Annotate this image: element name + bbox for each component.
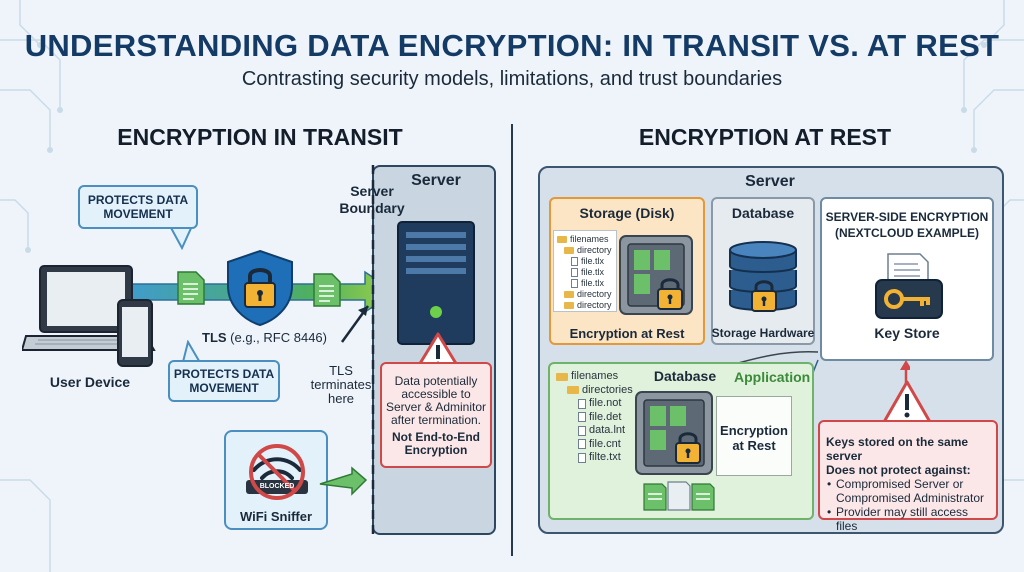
file-icon (571, 268, 578, 277)
transit-server-title: Server (411, 172, 461, 189)
tree-folder: directory (557, 245, 616, 256)
database-caption: Storage Hardware (711, 326, 815, 340)
tree-file: file.cnt (556, 438, 633, 452)
tree-folder: filenames (557, 234, 616, 245)
laptop-icon (22, 265, 156, 367)
tree-label: directory (577, 300, 612, 310)
wifi-sniffer-label: WiFi Sniffer (239, 509, 313, 524)
tree-label: filenames (571, 370, 619, 382)
keys-warning-item: Compromised Server or Compromised Admini… (826, 477, 991, 505)
not-e2e-label: Not End-to-End Encryption (392, 430, 480, 457)
rest-server-title: Server (745, 173, 795, 190)
tree-label: directory (577, 245, 612, 255)
application-title: Application (734, 369, 811, 385)
user-device-label: User Device (49, 374, 131, 390)
storage-caption: Encryption at Rest (569, 326, 685, 341)
tree-folder: directory (557, 289, 616, 300)
file-icon (578, 439, 586, 450)
keys-warning-title: Keys stored on the same server (826, 435, 969, 463)
tree-label: file.tlx (581, 256, 605, 266)
app-database-title: Database (653, 368, 717, 384)
folder-icon (556, 372, 568, 381)
transit-heading: ENCRYPTION IN TRANSIT (117, 124, 403, 150)
keys-warning-box: Keys stored on the same server Does not … (818, 420, 998, 533)
tree-label: filte.txt (589, 451, 621, 463)
vault-icon (619, 235, 693, 315)
file-icon (578, 412, 586, 423)
tree-label: data.lnt (589, 424, 626, 436)
app-encryption-note: Encryption at Rest (716, 396, 792, 476)
tree-file: data.lnt (556, 424, 633, 438)
tls-terminates-label: TLS terminates here (310, 363, 372, 406)
blocked-wifi-icon (246, 444, 308, 500)
sniffer-pointer-arrow (319, 466, 368, 496)
section-divider (511, 124, 513, 556)
tree-label: directories (582, 383, 633, 396)
termination-warning-box: Data potentially accessible to Server & … (380, 362, 492, 468)
tree-folder: directories (556, 384, 633, 398)
folder-icon (564, 247, 574, 254)
tree-file: file.det (556, 411, 633, 425)
file-icon (578, 452, 586, 463)
file-icon (578, 398, 586, 409)
file-icon (571, 279, 578, 288)
server-tower-icon (397, 221, 475, 345)
protects-movement-bubble-bottom: PROTECTS DATA MOVEMENT (168, 360, 280, 402)
callout-pointer (168, 226, 194, 250)
tree-file: file.not (556, 397, 633, 411)
tree-file: filte.txt (556, 451, 633, 465)
database-icon (729, 241, 797, 312)
tree-label: file.tlx (581, 267, 605, 277)
tree-folder: filenames (556, 370, 633, 384)
sse-title: SERVER-SIDE ENCRYPTION (NEXTCLOUD EXAMPL… (825, 210, 989, 240)
server-boundary-line (371, 165, 375, 535)
protects-movement-bubble-top: PROTECTS DATA MOVEMENT (78, 185, 198, 229)
database-title: Database (731, 205, 795, 221)
lock-shield-icon (227, 249, 293, 327)
file-icon (571, 257, 578, 266)
tree-label: file.tlx (581, 278, 605, 288)
storage-title: Storage (Disk) (579, 205, 675, 221)
document-icon (313, 273, 341, 307)
key-store-label: Key Store (874, 325, 940, 341)
keys-warning-item: Provider may still access files (826, 505, 991, 533)
rest-heading: ENCRYPTION AT REST (638, 124, 892, 150)
document-stack-icon (643, 481, 715, 511)
key-store-icon (875, 253, 943, 319)
app-vault-icon (635, 391, 713, 475)
folder-icon (564, 302, 574, 309)
document-icon (177, 271, 205, 305)
tree-file: file.tlx (557, 267, 616, 278)
tree-label: file.cnt (589, 437, 621, 450)
tree-label: file.det (589, 410, 622, 423)
blocked-badge: BLOCKED (259, 483, 295, 490)
tree-file: file.tlx (557, 278, 616, 289)
tree-label: filenames (570, 234, 609, 244)
termination-warning-text: Data potentially accessible to Server & … (385, 374, 487, 427)
server-boundary-label: Server Boundary (339, 183, 405, 216)
tree-folder: directory (557, 300, 616, 311)
tls-label: TLS (e.g., RFC 8446) (202, 330, 327, 345)
folder-icon (557, 236, 567, 243)
tree-file: file.tlx (557, 256, 616, 267)
folder-icon (567, 386, 579, 395)
folder-icon (564, 291, 574, 298)
tree-label: file.not (589, 397, 622, 409)
tree-label: directory (577, 289, 612, 299)
page-subtitle: Contrasting security models, limitations… (241, 68, 783, 90)
tls-terminates-pointer (340, 305, 370, 343)
keys-warning-sub: Does not protect against: (826, 463, 971, 477)
warning-icon (882, 380, 932, 424)
page-title: UNDERSTANDING DATA ENCRYPTION: IN TRANSI… (24, 28, 1000, 63)
file-icon (578, 425, 586, 436)
